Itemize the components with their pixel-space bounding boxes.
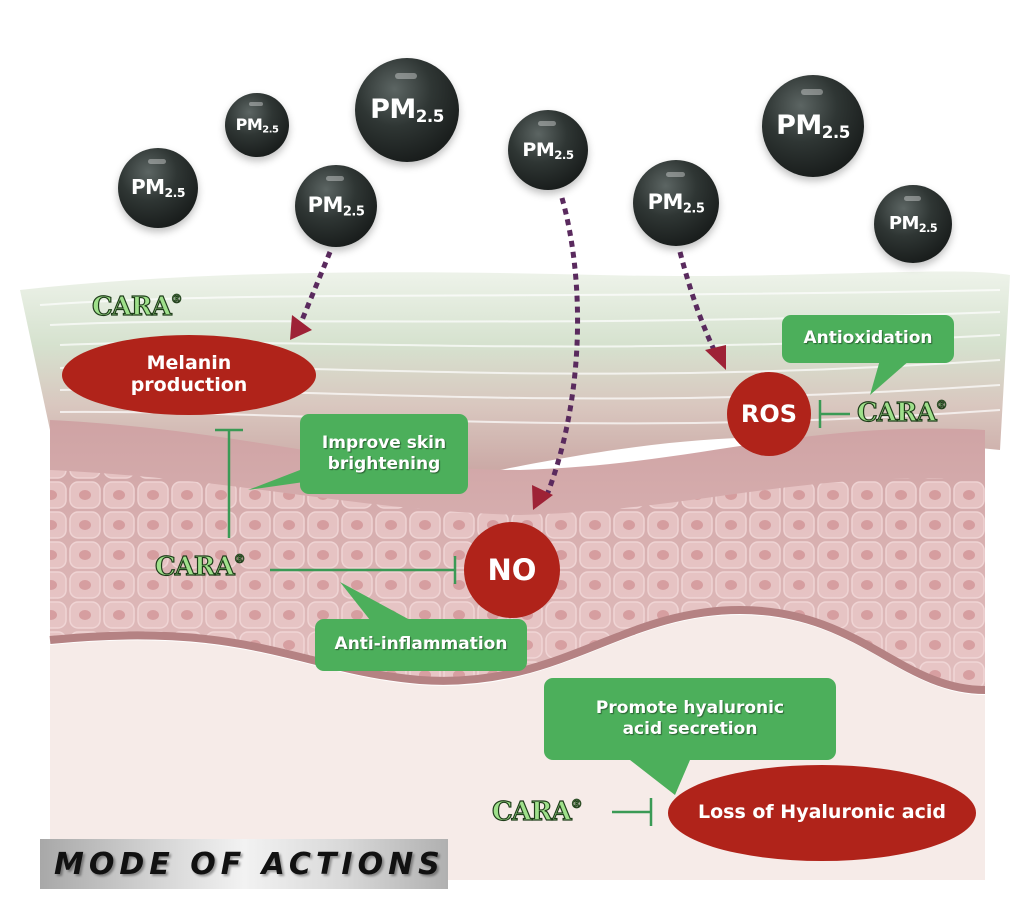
melanin-label-line2: production [130,374,248,396]
basement-membrane [49,605,986,694]
arrowhead-no [532,485,553,510]
pm25-particle: PM2.5 [874,185,952,263]
cara-logo: CARA® [491,796,583,827]
arrow-to-melanin [297,251,333,326]
arrow-to-ros [677,251,718,354]
inhibit-ros [818,400,850,428]
ros-target: ROS [727,372,811,456]
title-banner: MODE OF ACTIONS [40,839,448,889]
inhibit-no [270,556,457,584]
exposure-arrows [297,197,718,501]
pm25-particle: PM2.5 [118,148,198,228]
arrow-heads [290,315,726,510]
pm25-particle: PM2.5 [295,165,377,247]
inhibit-hyaluronic [612,798,653,826]
anti-inflammation-callout: Anti-inflammation [315,619,527,671]
pm25-particle: PM2.5 [225,93,289,157]
melanin-label-line1: Melanin [146,352,232,375]
cara-logo: CARA® [91,291,183,322]
inhibition-lines [215,400,850,826]
cara-logo: CARA® [856,397,948,428]
cara-logo: CARA® [154,551,246,582]
inhibit-melanin [215,428,243,538]
diagram-title: MODE OF ACTIONS [54,846,445,882]
tail-anti-inflammation [340,582,410,620]
hyaluronic-loss-target: Loss of Hyaluronic acid [668,765,976,861]
arrowhead-melanin [290,315,312,340]
pm25-particle: PM2.5 [355,58,459,162]
pm25-particle: PM2.5 [633,160,719,246]
tail-antioxidation [870,360,910,395]
arrowhead-ros [705,345,726,370]
antioxidation-callout: Antioxidation [782,315,954,363]
pm25-particle: PM2.5 [762,75,864,177]
pm25-particle: PM2.5 [508,110,588,190]
tail-hyaluronic [630,760,690,795]
no-target: NO [464,522,560,618]
arrow-to-no [542,197,581,501]
